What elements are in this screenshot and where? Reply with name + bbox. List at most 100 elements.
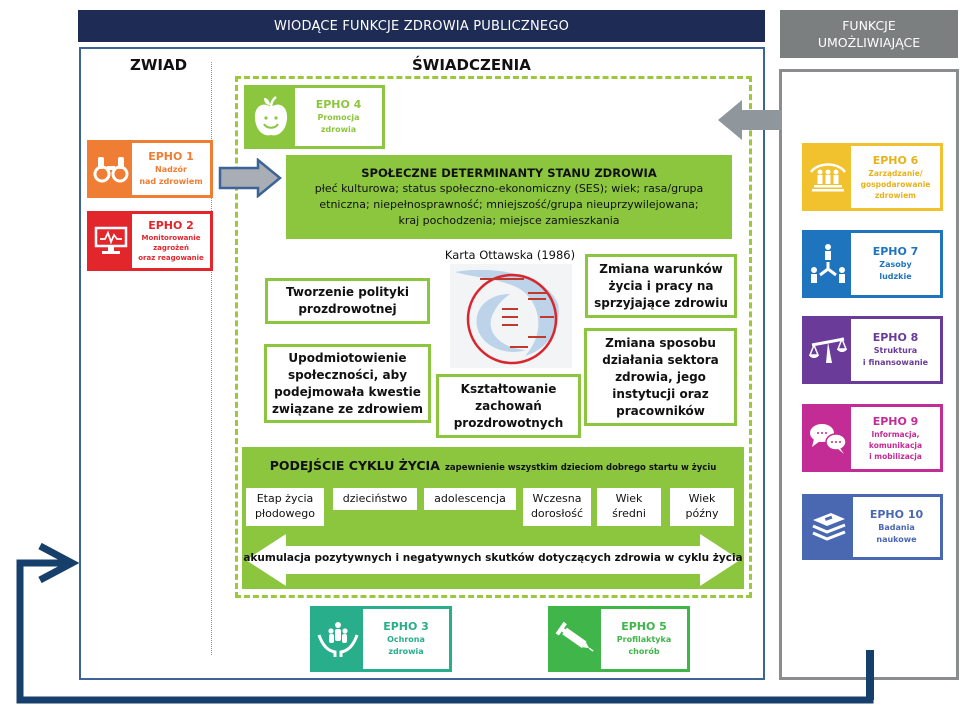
epho-8-tile[interactable]: EPHO 8 Struktura i finansowanie <box>802 316 943 384</box>
scales-icon <box>805 319 851 381</box>
epho-10-tile[interactable]: EPHO 10 Badania naukowe <box>802 494 943 560</box>
epho-2-label-3: oraz reagowanie <box>138 254 204 262</box>
stage-prenatal-line-2: płodowego <box>254 507 316 520</box>
ottawa-empowerment-line-1: Upodmiotowienie <box>288 350 407 365</box>
social-determinants-line-2: etniczna; niepełnosprawność; mniejszość/… <box>319 198 699 211</box>
ottawa-empowerment-line-4: związane ze zdrowiem <box>271 401 424 416</box>
zwiad-title: ZWIAD <box>130 56 188 74</box>
ottawa-conditions-line-2: życia i pracy na <box>608 278 714 293</box>
life-cycle-heading: PODEJŚCIE CYKLU ŻYCIA zapewnienie wszyst… <box>242 455 744 474</box>
governance-people-icon <box>805 146 851 208</box>
stage-childhood: dzieciństwo <box>333 488 417 510</box>
accumulation-text: akumulacja pozytywnych i negatywnych sku… <box>243 552 743 564</box>
social-determinants-line-3: kraj pochodzenia; miejsce zamieszkania <box>398 214 620 227</box>
epho-4-code: EPHO 4 <box>315 98 362 111</box>
epho-4-tile[interactable]: EPHO 4 Promocja zdrowia <box>244 85 385 149</box>
ottawa-conditions-line-3: sprzyjające zdrowiu <box>594 295 728 310</box>
epho-3-tile[interactable]: EPHO 3 Ochrona zdrowia <box>310 606 452 672</box>
stage-prenatal: Etap życia płodowego <box>246 488 324 526</box>
right-arrow-icon <box>218 158 282 198</box>
epho-7-label-2: ludzkie <box>879 272 912 281</box>
stage-adolescence-label: adolescencja <box>434 492 506 505</box>
ottawa-conditions-box: Zmiana warunków życia i pracy na sprzyjają… <box>585 254 737 318</box>
ottawa-policy-line-1: Tworzenie polityki <box>286 285 409 299</box>
syringe-icon <box>551 609 601 669</box>
epho-8-label-2: i finansowanie <box>862 358 929 367</box>
epho-5-label-1: Profilaktyka <box>616 635 672 644</box>
ottawa-sector-line-3: zdrowia, jego <box>615 369 706 384</box>
epho-7-tile[interactable]: EPHO 7 Zasoby ludzkie <box>802 230 943 298</box>
ottawa-conditions-line-1: Zmiana warunków <box>599 261 723 276</box>
ottawa-charter-caption: Karta Ottawska (1986) <box>444 248 576 262</box>
stage-early-adulthood: Wczesna dorosłość <box>523 488 591 526</box>
epho-9-tile[interactable]: EPHO 9 Informacja, komunikacja i mobiliz… <box>802 404 943 472</box>
epho-6-code: EPHO 6 <box>872 153 919 167</box>
stage-prenatal-line-1: Etap życia <box>256 492 314 505</box>
column-divider <box>211 62 212 655</box>
epho-6-label-1: Zarządzanie/ <box>868 168 923 178</box>
smiling-apple-icon <box>247 88 295 146</box>
enabling-functions-title-line2: UMOŻLIWIAJĄCE <box>817 35 921 50</box>
services-dashed-area <box>235 76 752 598</box>
ottawa-behaviour-box: Kształtowanie zachowań prozdrowotnych <box>436 374 581 438</box>
social-determinants-line-1: płeć kulturowa; status społeczno-ekonomi… <box>314 182 704 195</box>
epho-5-code: EPHO 5 <box>621 620 667 633</box>
stage-early-adulthood-line-1: Wczesna <box>532 492 582 505</box>
epho-9-label-1: Informacja, <box>871 429 920 439</box>
epho-2-tile[interactable]: EPHO 2 Monitorowanie zagrożeń oraz reago… <box>87 211 213 271</box>
speech-bubbles-icon <box>805 407 851 469</box>
epho-5-tile[interactable]: EPHO 5 Profilaktyka chorób <box>548 606 690 672</box>
epho-4-label-1: Promocja <box>317 113 360 122</box>
stage-old-age-line-1: Wiek <box>688 492 716 505</box>
epho-10-label-1: Badania <box>878 523 915 532</box>
epho-9-label-3: i mobilizacja <box>869 451 922 461</box>
ottawa-empowerment-line-2: społeczności, aby <box>287 367 408 382</box>
ottawa-health-sector-box: Zmiana sposobu działania sektora zdrowia, … <box>584 328 737 426</box>
enabling-functions-header: FUNKCJE UMOŻLIWIAJĄCE <box>780 10 958 58</box>
swiadczenia-title: ŚWIADCZENIA <box>412 56 531 74</box>
binoculars-icon <box>90 143 132 195</box>
leading-functions-title: WIODĄCE FUNKCJE ZDROWIA PUBLICZNEGO <box>273 18 570 34</box>
ottawa-behaviour-line-2: zachowań <box>475 398 542 413</box>
ottawa-empowerment-line-3: podejmowała kwestie <box>274 384 421 399</box>
epho-1-label-2: nad zdrowiem <box>139 177 203 186</box>
epho-6-label-3: zdrowiem <box>875 190 916 200</box>
stage-early-adulthood-line-2: dorosłość <box>530 507 584 520</box>
epho-3-label-1: Ochrona <box>387 635 425 644</box>
stage-middle-age-line-1: Wiek <box>615 492 643 505</box>
epho-7-code: EPHO 7 <box>872 245 919 258</box>
epho-10-label-2: naukowe <box>876 535 917 544</box>
epho-6-tile[interactable]: EPHO 6 Zarządzanie/ gospodarowanie zdrow… <box>802 143 943 211</box>
books-stack-icon <box>805 497 853 557</box>
enabling-functions-title-line1: FUNKCJE <box>842 18 896 33</box>
monitor-pulse-icon <box>90 214 132 268</box>
hands-people-icon <box>313 609 363 669</box>
social-determinants-box: SPOŁECZNE DETERMINANTY STANU ZDROWIA płe… <box>286 155 732 239</box>
epho-9-label-2: komunikacja <box>868 440 923 450</box>
epho-9-code: EPHO 9 <box>872 414 919 428</box>
epho-1-code: EPHO 1 <box>148 150 194 163</box>
left-arrow-icon <box>718 100 782 140</box>
epho-2-label-2: zagrożeń <box>153 244 189 252</box>
epho-2-label-1: Monitorowanie <box>141 234 201 242</box>
stage-adolescence: adolescencja <box>424 488 516 510</box>
epho-1-tile[interactable]: EPHO 1 Nadzór nad zdrowiem <box>87 140 213 198</box>
ottawa-sector-line-2: działania sektora <box>602 352 719 367</box>
ottawa-sector-line-5: pracowników <box>616 403 705 418</box>
ottawa-behaviour-line-1: Kształtowanie <box>460 381 557 396</box>
life-cycle-title: PODEJŚCIE CYKLU ŻYCIA <box>269 458 440 473</box>
epho-10-code: EPHO 10 <box>869 508 924 521</box>
epho-5-label-2: chorób <box>628 647 660 656</box>
epho-3-code: EPHO 3 <box>383 620 429 633</box>
epho-8-code: EPHO 8 <box>872 331 919 344</box>
ottawa-behaviour-line-3: prozdrowotnych <box>453 415 564 430</box>
epho-1-label-1: Nadzór <box>155 165 187 174</box>
life-cycle-subtitle: zapewnienie wszystkim dzieciom dobrego s… <box>444 463 717 473</box>
ottawa-sector-line-1: Zmiana sposobu <box>605 335 716 350</box>
ottawa-sector-line-4: instytucji oraz <box>612 386 709 401</box>
epho-6-label-2: gospodarowanie <box>860 179 931 189</box>
leading-functions-header: WIODĄCE FUNKCJE ZDROWIA PUBLICZNEGO <box>78 10 765 42</box>
loop-connector <box>866 650 874 700</box>
